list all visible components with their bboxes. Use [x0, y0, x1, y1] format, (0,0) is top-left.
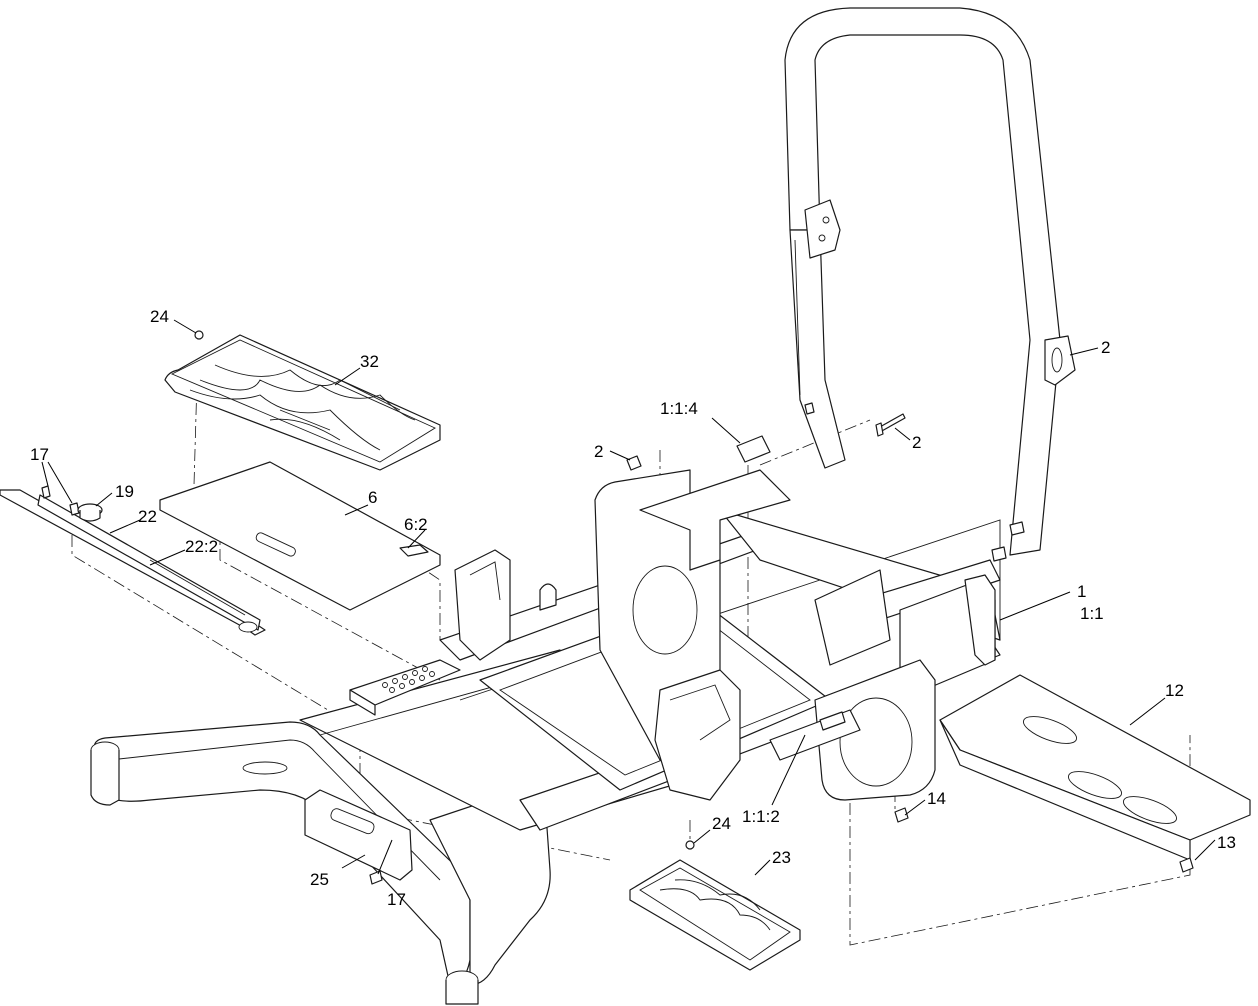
callout-14: 14	[927, 789, 946, 808]
callout-12: 12	[1165, 681, 1184, 700]
callout-22: 22	[138, 507, 157, 526]
callout-6-2: 6:2	[404, 515, 428, 534]
callout-1-1: 1:1	[1080, 604, 1104, 623]
callout-1: 1	[1077, 582, 1086, 601]
leader-lines	[41, 319, 1216, 876]
plug-24-top	[194, 330, 204, 340]
bolt-14	[894, 807, 909, 823]
callout-25: 25	[310, 870, 329, 889]
pedal-bar-22	[0, 489, 266, 636]
callout-17-bot: 17	[387, 890, 406, 909]
callout-2-bolt: 2	[912, 433, 921, 452]
foot-plate-23	[629, 859, 801, 971]
callout-24-top: 24	[150, 307, 169, 326]
callout-2-nut: 2	[594, 442, 603, 461]
plug-24-bottom	[685, 840, 695, 850]
callout-17-left: 17	[30, 445, 49, 464]
screw-17-c	[369, 870, 383, 885]
screw-17-a	[41, 485, 51, 499]
callout-2-rops: 2	[1101, 338, 1110, 357]
decal-1-1-2	[819, 711, 846, 731]
callout-23: 23	[772, 848, 791, 867]
knob-19	[77, 503, 103, 522]
callout-22-2: 22:2	[185, 537, 218, 556]
callout-6: 6	[368, 488, 377, 507]
rear-guard-12	[939, 674, 1251, 861]
callout-24-bot: 24	[712, 814, 731, 833]
floor-plate-6	[159, 461, 441, 611]
rops-roll-bar	[784, 7, 1076, 562]
nut-2	[626, 455, 642, 471]
callout-13: 13	[1217, 833, 1236, 852]
floor-mat-32	[164, 334, 441, 471]
main-frame	[90, 469, 1001, 1005]
callout-32: 32	[360, 352, 379, 371]
decal-1-1-4	[736, 435, 771, 463]
callout-19: 19	[115, 482, 134, 501]
nut-13	[1179, 857, 1194, 873]
callout-1-1-4: 1:1:4	[660, 399, 698, 418]
callout-labels: 24 32 17 19 22 22:2 6 6:2 2 1:1:4 2 2 1 …	[30, 307, 1236, 909]
footrest-bracket	[349, 659, 461, 716]
callout-1-1-2: 1:1:2	[742, 807, 780, 826]
